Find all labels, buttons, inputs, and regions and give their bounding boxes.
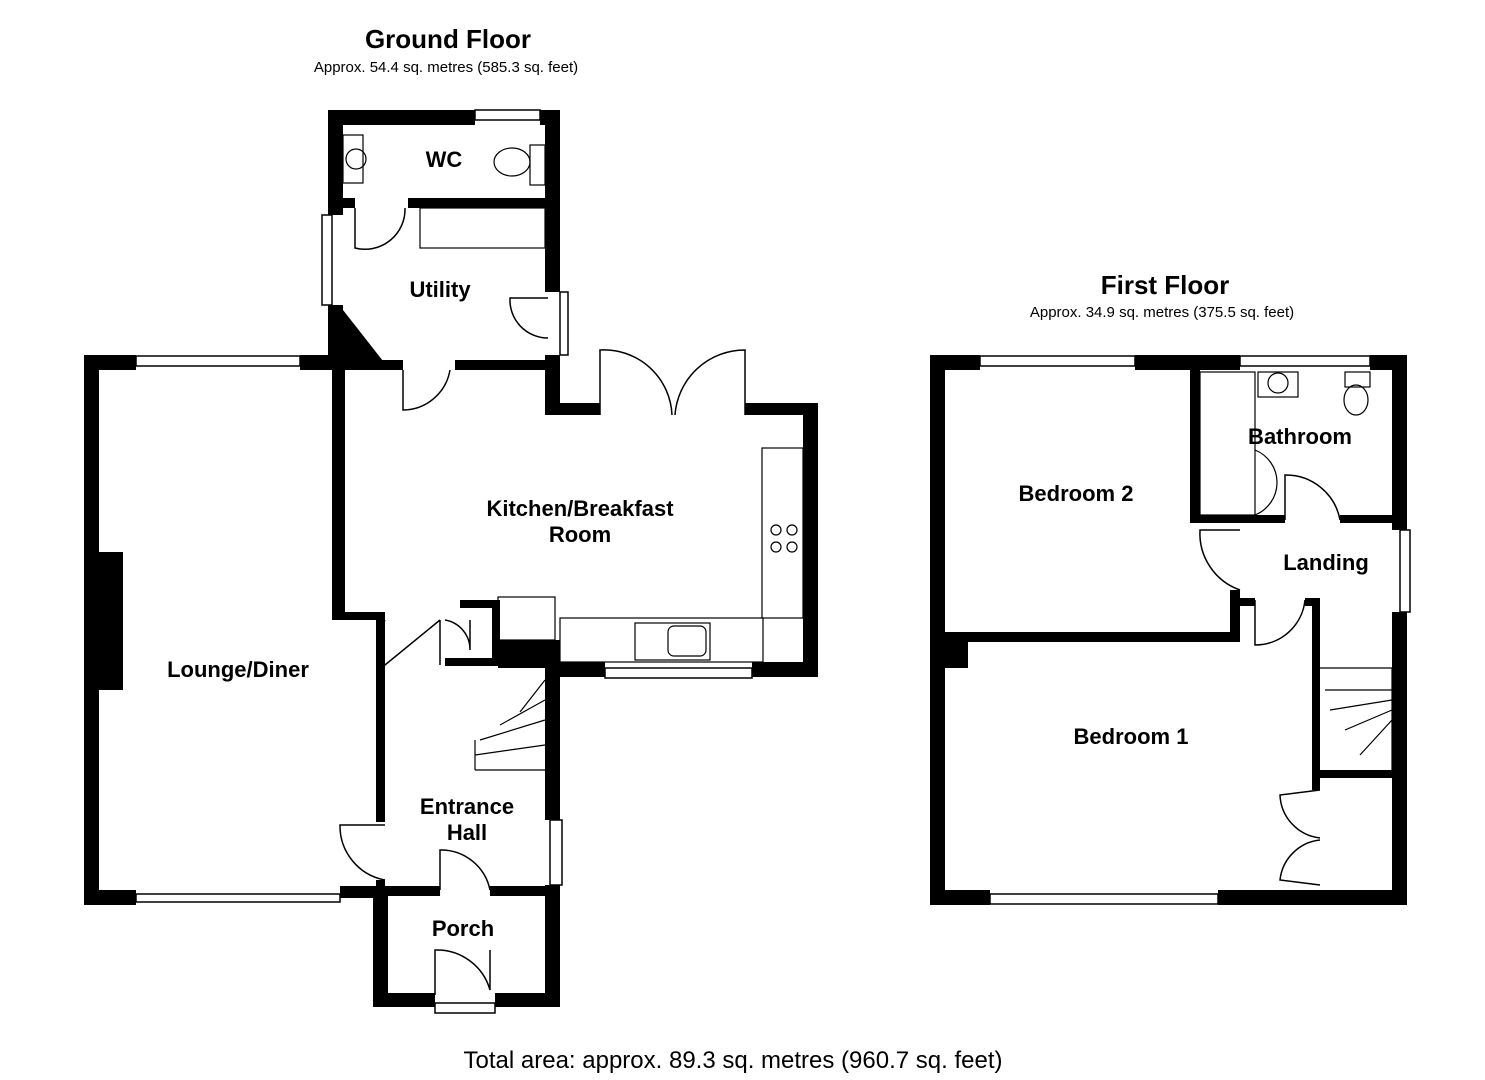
- room-label-utility: Utility: [409, 277, 471, 302]
- room-label-bedroom1: Bedroom 1: [1073, 724, 1189, 749]
- windows: [135, 109, 1411, 1014]
- walls: [84, 110, 1407, 1007]
- hall-line1: Entrance: [419, 794, 515, 819]
- hall-line2: Hall: [446, 820, 488, 845]
- total-area: Total area: approx. 89.3 sq. metres (960…: [463, 1047, 1003, 1074]
- fireplace: [99, 552, 123, 690]
- fixtures: [342, 134, 1393, 771]
- room-label-entrance-hall: Entrance Hall: [420, 794, 514, 846]
- kitchen-line2: Room: [548, 522, 612, 547]
- room-label-wc: WC: [425, 147, 463, 172]
- doors: [339, 207, 1341, 995]
- room-label-kitchen: Kitchen/Breakfast Room: [486, 496, 673, 548]
- room-label-porch: Porch: [431, 916, 495, 941]
- room-label-lounge: Lounge/Diner: [167, 657, 309, 682]
- room-label-bedroom2: Bedroom 2: [1018, 481, 1134, 506]
- ground-floor-title: Ground Floor: [364, 24, 532, 54]
- kitchen-line1: Kitchen/Breakfast: [486, 496, 674, 521]
- room-label-landing: Landing: [1283, 550, 1369, 575]
- first-floor-area: Approx. 34.9 sq. metres (375.5 sq. feet): [1029, 304, 1295, 321]
- room-label-bathroom: Bathroom: [1248, 424, 1352, 449]
- first-floor-title: First Floor: [1100, 270, 1230, 300]
- ground-floor-area: Approx. 54.4 sq. metres (585.3 sq. feet): [313, 59, 579, 76]
